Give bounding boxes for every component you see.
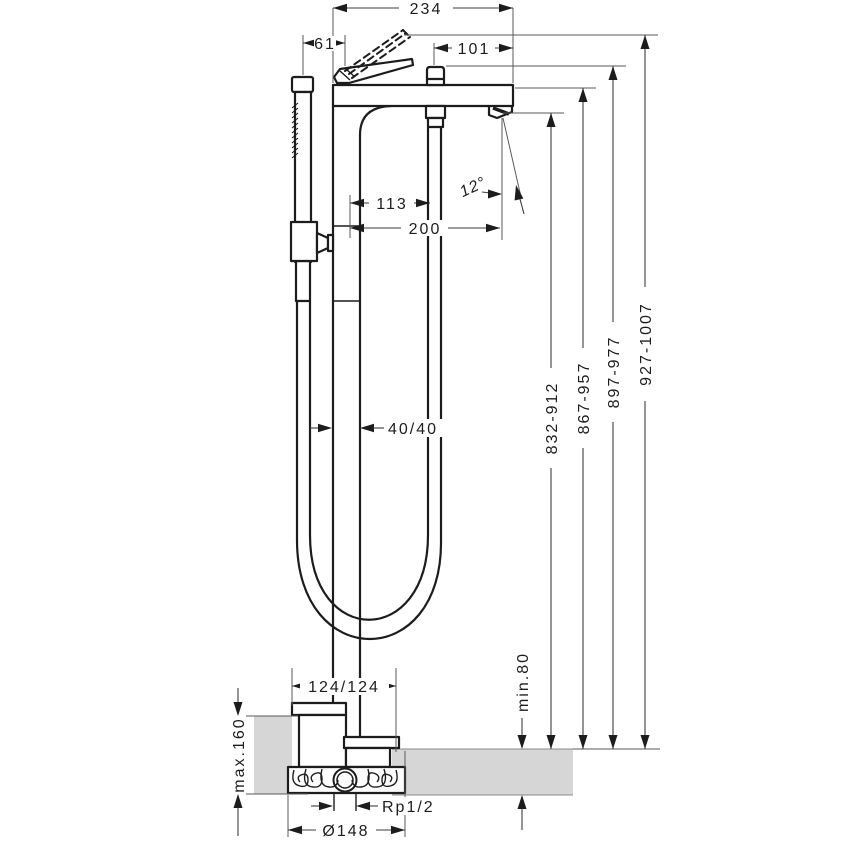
label-width-overall: 234 [410, 1, 443, 18]
dim-thread [311, 801, 378, 811]
label-knob-to-end: 101 [458, 41, 491, 58]
fixture [286, 29, 515, 811]
base-plate [286, 765, 407, 811]
label-base-dia: Ø148 [322, 823, 369, 840]
label-column-to-outlet: 200 [409, 221, 442, 238]
hose-connector [424, 104, 447, 129]
dim-column-section [310, 423, 384, 433]
label-column-section: 40/40 [388, 421, 438, 438]
dim-floor-min [517, 718, 527, 830]
label-height-outlet: 832-912 [544, 382, 561, 455]
dim-height-knob [446, 65, 626, 749]
base-plate-scallops [292, 768, 398, 788]
label-height-lever: 927-1007 [638, 302, 655, 386]
label-height-knob: 897-977 [606, 336, 623, 409]
floor-min-band [392, 749, 573, 795]
label-handshower-offset: 61 [314, 36, 336, 53]
label-spout-angle: 12° [457, 174, 489, 201]
label-thread: Rp1/2 [382, 799, 435, 816]
label-height-knob-group: 897-977 [605, 322, 623, 422]
floor-sections [254, 716, 660, 796]
shower-hose [295, 125, 443, 640]
spout-outlet [487, 104, 514, 120]
label-base-cover: 124/124 [308, 679, 380, 696]
label-floor-min: min.80 [515, 652, 532, 712]
floor-max-band [254, 716, 292, 794]
label-height-lever-group: 927-1007 [637, 287, 655, 401]
lever-handle-raised-dashed [344, 29, 411, 79]
dim-spout-angle [481, 117, 525, 215]
spout-deck [331, 83, 515, 108]
hand-shower [290, 75, 315, 303]
base-cover-max [290, 701, 348, 769]
dimension-labels: 234 61 101 113 200 12° 40/40 832-912 867… [231, 0, 655, 840]
base-cover-min [342, 735, 401, 769]
label-height-deck: 867-957 [576, 362, 593, 435]
hand-shower-handle [294, 259, 312, 303]
hand-shower-grip-texture [291, 102, 299, 159]
label-floor-max: max.160 [231, 717, 248, 792]
shower-holder [289, 220, 335, 263]
label-height-deck-group: 867-957 [575, 348, 593, 448]
dim-floor-max [233, 688, 308, 836]
diverter-knob [425, 65, 446, 87]
label-column-to-hose: 113 [376, 196, 408, 213]
label-height-outlet-group: 832-912 [543, 368, 561, 468]
